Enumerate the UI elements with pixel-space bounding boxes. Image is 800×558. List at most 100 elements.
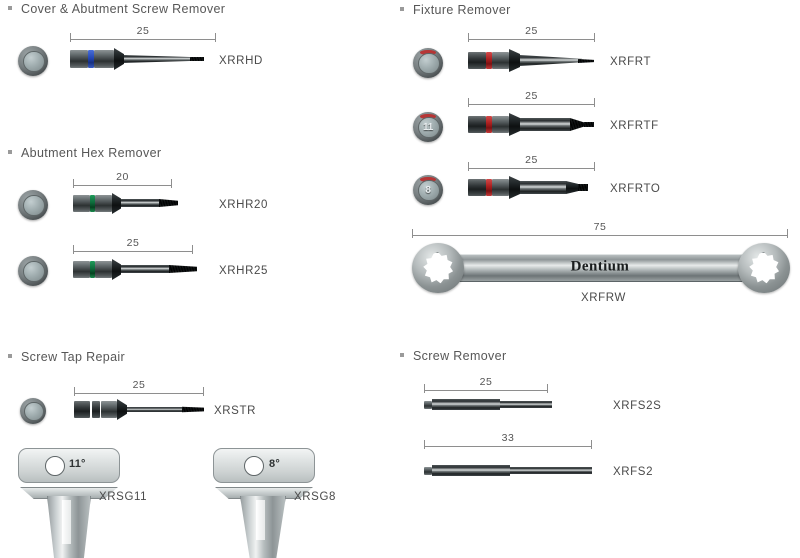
dimension-tick-right — [171, 179, 172, 188]
dimension-value: 25 — [520, 90, 543, 102]
dimension-xrhr20: 20 — [73, 171, 172, 188]
collar — [509, 176, 520, 199]
wrench-socket-right — [749, 252, 780, 284]
part-code-xrfrtf: XRFRTF — [610, 120, 659, 132]
hex-body — [95, 195, 112, 212]
wrench-bar — [448, 254, 754, 282]
instrument-xrhr20 — [73, 192, 178, 214]
dimension-tick-left — [74, 387, 75, 396]
tip-shaft — [500, 401, 552, 408]
part-code-xrfrt: XRFRT — [610, 56, 652, 68]
dimension-line — [70, 39, 216, 40]
part-code-xrfs2: XRFS2 — [613, 466, 654, 478]
collar — [509, 49, 520, 72]
dimension-line — [468, 39, 595, 40]
threaded-tip — [190, 57, 204, 61]
guide-top-view-xrsg11: 11° — [18, 448, 120, 483]
tip-stub — [578, 184, 588, 191]
section-title-screw-tap-repair: Screw Tap Repair — [8, 350, 125, 364]
endview-icon-xrfrtf: 11 — [413, 112, 443, 142]
section-title-abutment-hex-remover: Abutment Hex Remover — [8, 146, 161, 160]
dimension-tick-left — [424, 384, 425, 393]
shaft — [520, 181, 566, 194]
hex-head — [468, 52, 486, 69]
dimension-value: 25 — [520, 25, 543, 37]
blunt-taper — [566, 181, 578, 194]
dimension-tick-right — [203, 387, 204, 396]
endview-icon-xrrhd — [18, 46, 48, 76]
shank-end — [424, 467, 432, 475]
body-shaft — [432, 399, 500, 410]
dimension-line — [74, 393, 204, 394]
shaft — [520, 118, 570, 131]
endview-inner — [418, 52, 440, 75]
hex-body — [492, 52, 509, 69]
endview-icon-xrhr25 — [18, 256, 48, 286]
instrument-xrfrtf — [468, 112, 594, 136]
section-title-label: Screw Remover — [413, 349, 507, 363]
dimension-tick-right — [591, 440, 592, 449]
instrument-xrfs2s — [424, 398, 552, 412]
bullet-icon — [8, 150, 12, 154]
dimension-tick-right — [594, 162, 595, 171]
section-title-label: Fixture Remover — [413, 3, 511, 17]
dimension-tick-right — [547, 384, 548, 393]
dimension-xrfrt: 25 — [468, 25, 595, 42]
hex-head — [73, 195, 90, 212]
color-band-red — [486, 116, 492, 133]
endview-red-cap — [420, 50, 436, 55]
dimension-tick-left — [73, 179, 74, 188]
collar — [112, 259, 121, 280]
color-band-red — [486, 179, 492, 196]
endview-inner — [23, 194, 45, 217]
shaft — [121, 265, 169, 273]
guide-angle-label-xrsg11: 11° — [69, 458, 86, 470]
part-code-xrrhd: XRRHD — [219, 55, 263, 67]
threaded-tip — [169, 265, 197, 273]
endview-inner — [23, 50, 45, 73]
dimension-xrfrto: 25 — [468, 154, 595, 171]
collar — [112, 193, 121, 214]
section-title-screw-remover: Screw Remover — [400, 349, 506, 363]
dimension-xrfs2s: 25 — [424, 376, 548, 393]
instrument-xrstr — [74, 398, 204, 420]
part-code-xrfrw: XRFRW — [581, 292, 626, 304]
endview-number-xrfrtf: 11 — [423, 121, 433, 133]
section-title-label: Abutment Hex Remover — [21, 146, 162, 160]
hex-body — [492, 179, 509, 196]
part-code-xrhr25: XRHR25 — [219, 265, 268, 277]
instrument-xrfrto — [468, 175, 588, 199]
dimension-line — [468, 104, 595, 105]
dimension-value: 25 — [520, 154, 543, 166]
guide-top-view-xrsg8: 8° — [213, 448, 315, 483]
threaded-tip — [182, 406, 204, 413]
hex-head — [468, 116, 486, 133]
collar — [117, 399, 127, 420]
endview-icon-xrhr20 — [18, 190, 48, 220]
color-band-red — [486, 52, 492, 69]
dimension-line — [412, 235, 788, 236]
endview-red-cap — [420, 177, 436, 182]
wrench-socket-left — [423, 252, 454, 284]
dimension-value: 25 — [131, 25, 155, 37]
dimension-tick-left — [468, 98, 469, 107]
guide-angle-label-xrsg8: 8° — [269, 458, 280, 470]
instrument-xrfrw: Dentium — [410, 240, 790, 296]
guide-hole — [244, 456, 264, 476]
guide-slot-xrsg11 — [62, 500, 71, 544]
bullet-icon — [8, 6, 12, 10]
dimension-tick-right — [787, 229, 788, 238]
bullet-icon — [400, 353, 404, 357]
dimension-tick-right — [594, 98, 595, 107]
dimension-value: 20 — [111, 171, 134, 183]
instrument-xrfs2 — [424, 464, 592, 478]
wrench-ring-left — [412, 243, 464, 293]
dimension-tick-right — [192, 245, 193, 254]
threaded-tip — [159, 199, 178, 207]
wrench-ring-right — [738, 243, 790, 293]
color-band-green — [90, 195, 95, 212]
tapered-shaft — [124, 55, 198, 63]
dimension-xrstr: 25 — [74, 379, 204, 396]
section-title-label: Screw Tap Repair — [21, 350, 126, 364]
